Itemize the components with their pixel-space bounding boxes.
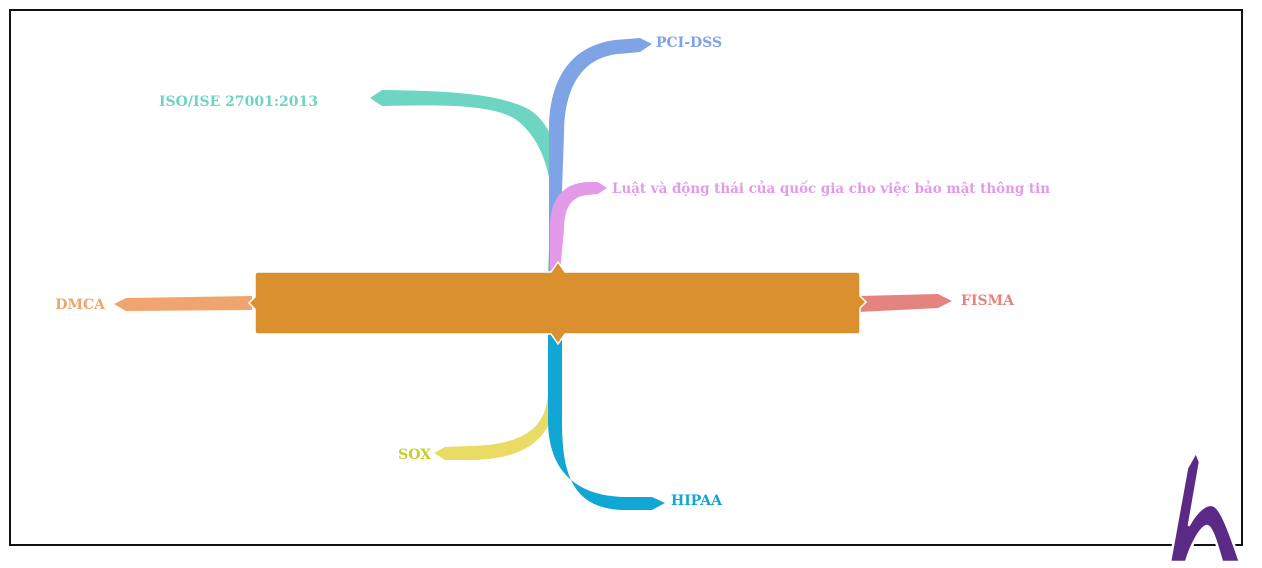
branch-ribbon-hipaa [548,333,665,510]
branch-ribbon-sox [434,333,556,460]
branch-ribbon-fisma [858,294,952,312]
branch-label-fisma[interactable]: FISMA [961,293,1015,309]
branch-ribbon-luat [550,182,607,272]
branch-label-pci-dss[interactable]: PCI-DSS [656,35,722,51]
branch-label-dmca[interactable]: DMCA [55,297,106,313]
logo-h-icon [1168,450,1242,564]
branch-ribbon-pci-dss [549,38,652,272]
branch-ribbon-iso [370,90,563,272]
branch-label-hipaa[interactable]: HIPAA [671,493,723,509]
branch-ribbon-dmca [114,296,252,311]
branch-label-iso[interactable]: ISO/ISE 27001:2013 [159,94,318,110]
branch-label-sox[interactable]: SOX [398,447,431,463]
central-topic-shape [247,260,868,346]
central-topic-node[interactable] [247,260,868,346]
branch-label-luat[interactable]: Luật và động thái của quốc gia cho việc … [612,179,1050,197]
